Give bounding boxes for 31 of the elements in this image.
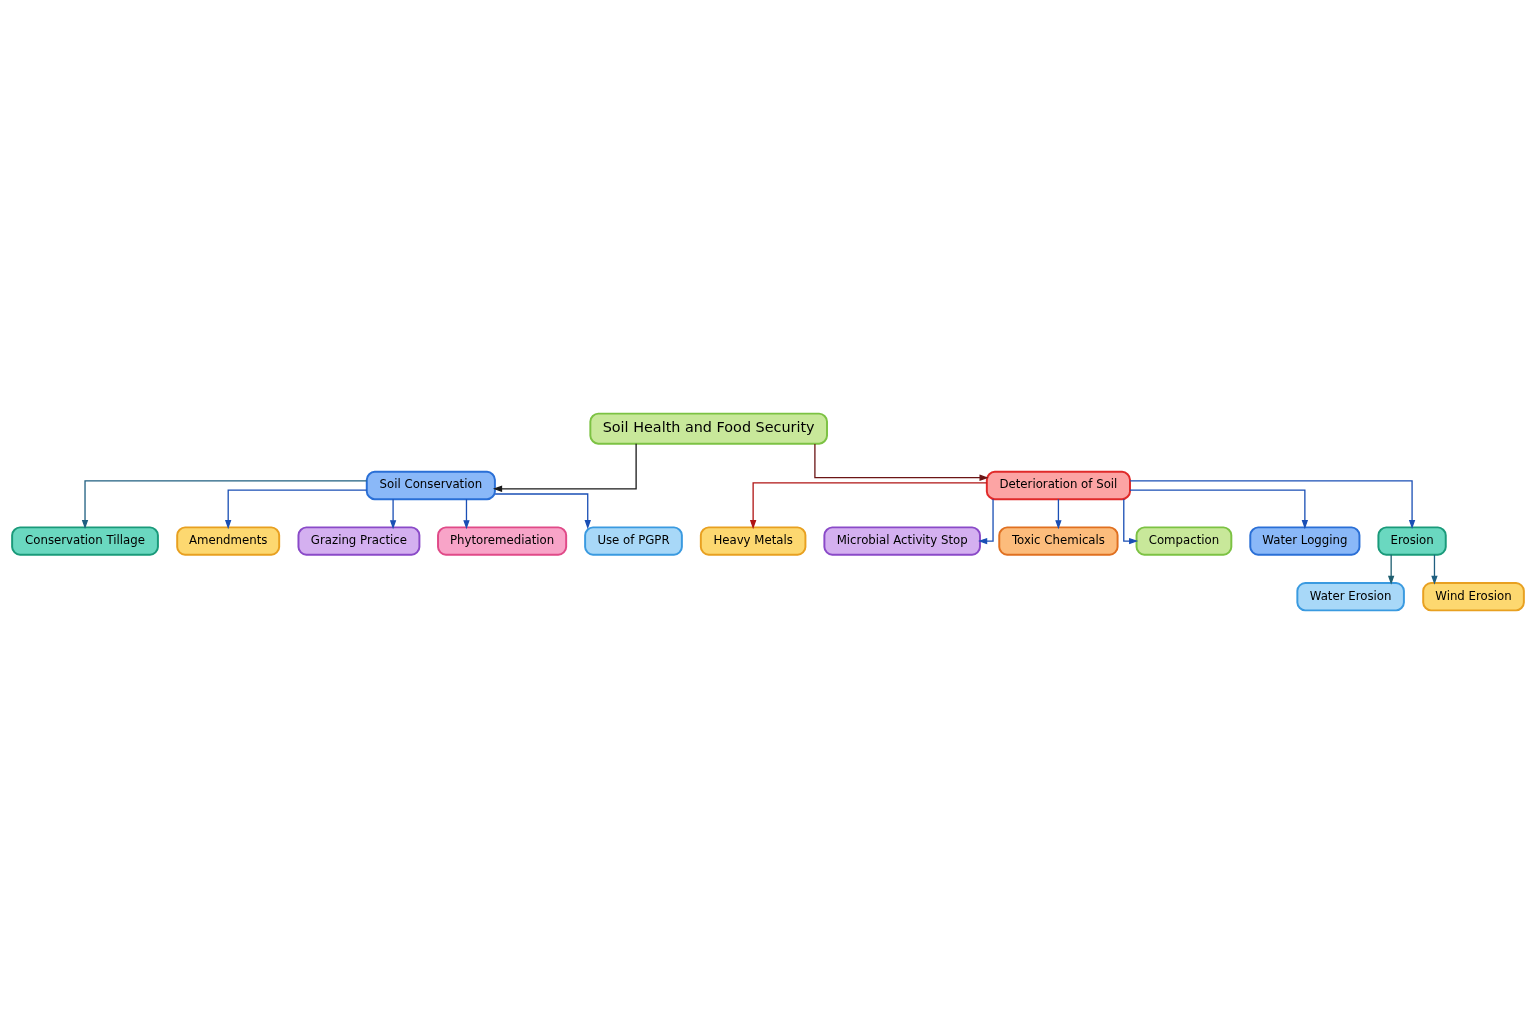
arrow (814, 443, 989, 481)
arrow (1431, 554, 1438, 585)
node-box: Water Erosion (1296, 581, 1405, 612)
arrow (1123, 498, 1139, 545)
node-box: Use of PGPR (584, 526, 683, 556)
node-box: Soil Conservation (365, 470, 496, 501)
arrow (978, 498, 994, 545)
arrow (1055, 498, 1062, 530)
node-box: Toxic Chemicals (998, 526, 1119, 556)
node-box: Erosion (1377, 526, 1447, 556)
node-box: Wind Erosion (1422, 581, 1525, 612)
arrow (81, 480, 368, 530)
node-box: Amendments (176, 526, 281, 556)
node-box: Conservation Tillage (11, 526, 159, 556)
arrow (463, 498, 470, 530)
node-box: Microbial Activity Stop (823, 526, 981, 556)
node-box: Phytoremediation (437, 526, 568, 556)
arrow (749, 482, 988, 530)
arrow (1129, 489, 1309, 530)
arrow (224, 489, 368, 530)
arrow (492, 443, 637, 492)
node-box: Soil Health and Food Security (589, 412, 828, 445)
node-box: Water Logging (1249, 526, 1361, 556)
arrow (1387, 554, 1395, 585)
node-box: Deterioration of Soil (985, 470, 1131, 501)
arrow (389, 498, 397, 530)
node-box: Compaction (1135, 526, 1233, 556)
node-box: Grazing Practice (297, 526, 421, 556)
arrow (494, 493, 591, 530)
arrow (1129, 480, 1416, 530)
node-box: Heavy Metals (699, 526, 807, 556)
